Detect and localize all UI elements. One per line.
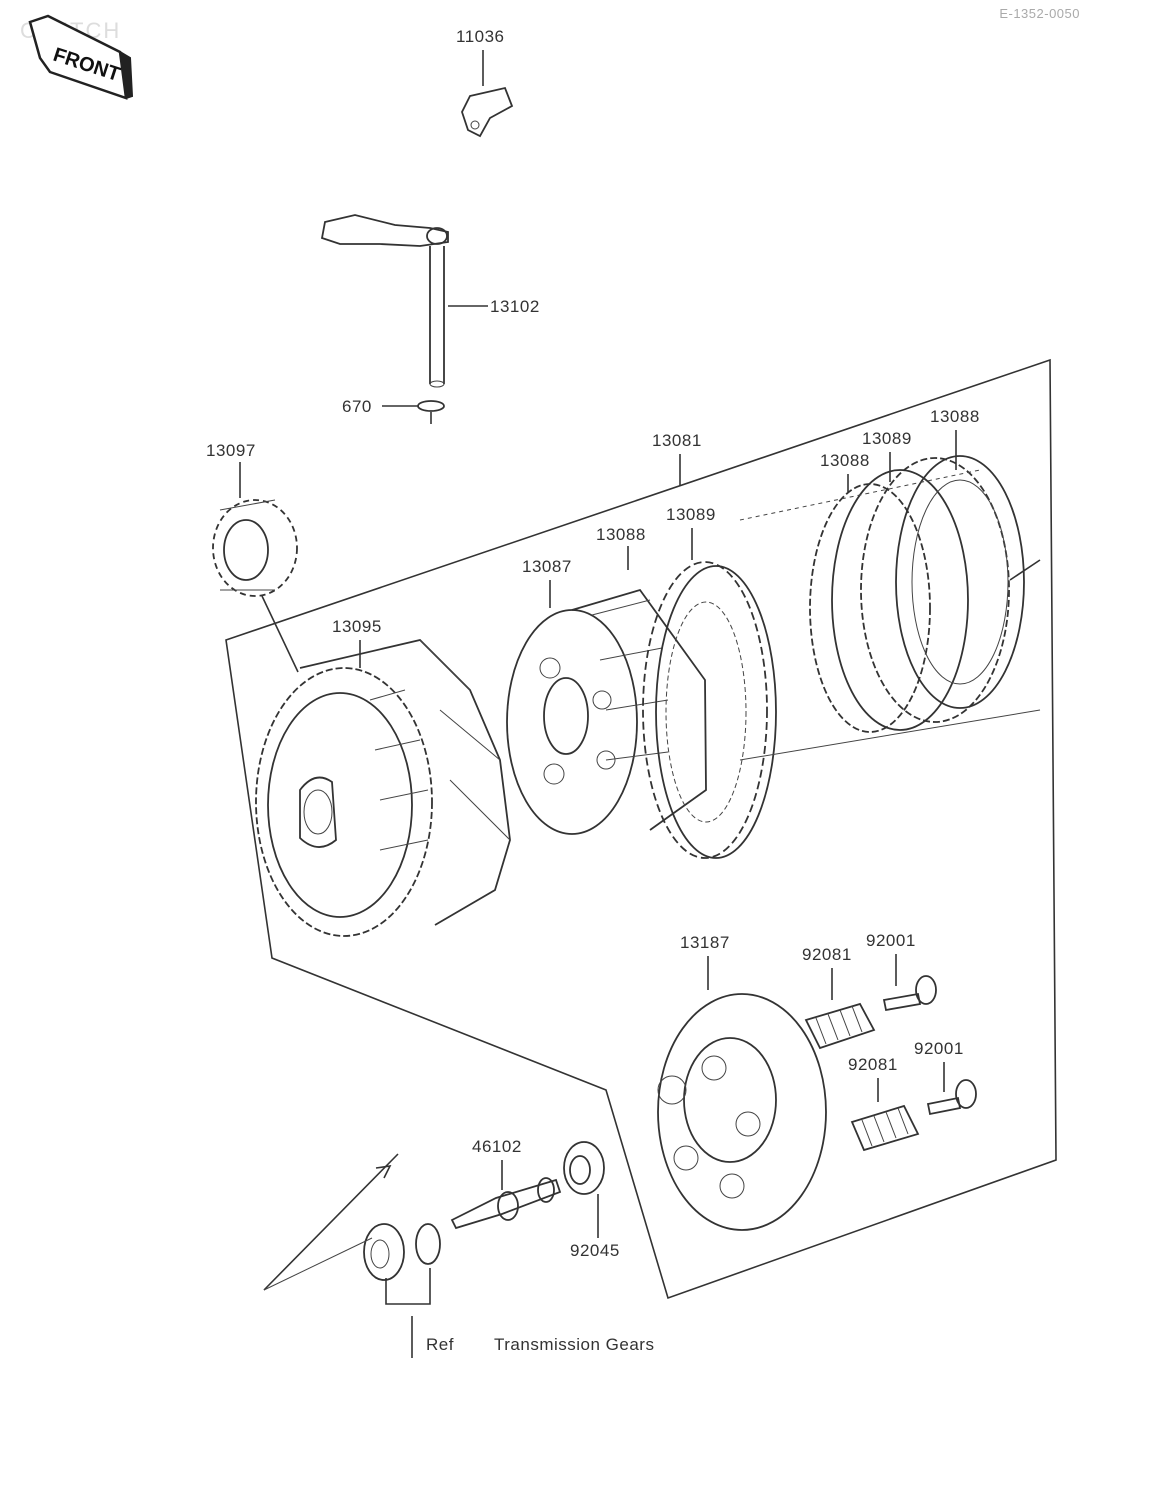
part-label-13187: 13187 [680,933,730,952]
transmission-gear-washers [363,1223,441,1281]
part-label-11036: 11036 [456,27,505,46]
part-label-13089-left: 13089 [666,505,716,524]
assembly-group-outline [225,358,1057,1300]
part-label-13081: 13081 [652,431,702,450]
part-label-13088-left: 13088 [596,525,646,544]
front-arrow-icon: FRONT [28,14,134,100]
pressure-plate-part [657,993,827,1231]
sleeve-gear-part [212,499,298,597]
clutch-spring-part-b [850,1104,920,1152]
push-rod-part [450,1177,562,1230]
part-label-670: 670 [342,397,372,416]
clutch-housing-part [255,639,511,937]
clutch-hub-part [506,588,707,835]
part-label-13088-mid: 13088 [820,451,870,470]
part-label-13089-top: 13089 [862,429,912,448]
bearing-part [563,1141,605,1195]
part-label-13097: 13097 [206,441,256,460]
diagram-code: E-1352-0050 [999,6,1080,21]
part-label-92081-b: 92081 [848,1055,898,1074]
part-label-92001-b: 92001 [914,1039,964,1058]
spring-bolt-part-b [926,1079,977,1116]
clutch-plate-stack-right [809,455,1025,733]
spring-bolt-part-a [882,975,937,1012]
release-shaft-part [320,214,449,388]
clutch-spring-part-a [804,1002,876,1050]
ref-label: Ref [426,1335,454,1354]
o-ring-part [417,400,445,412]
ref-transmission-gears-label: Transmission Gears [494,1335,654,1354]
friction-plate-pair-left [642,561,777,859]
part-label-13088-top: 13088 [930,407,980,426]
clutch-lever-part [461,86,514,138]
part-label-13102: 13102 [490,297,540,316]
part-label-92045: 92045 [570,1241,620,1260]
part-label-13087: 13087 [522,557,572,576]
part-label-92081-a: 92081 [802,945,852,964]
part-label-46102: 46102 [472,1137,522,1156]
part-label-92001-a: 92001 [866,931,916,950]
part-label-13095: 13095 [332,617,382,636]
